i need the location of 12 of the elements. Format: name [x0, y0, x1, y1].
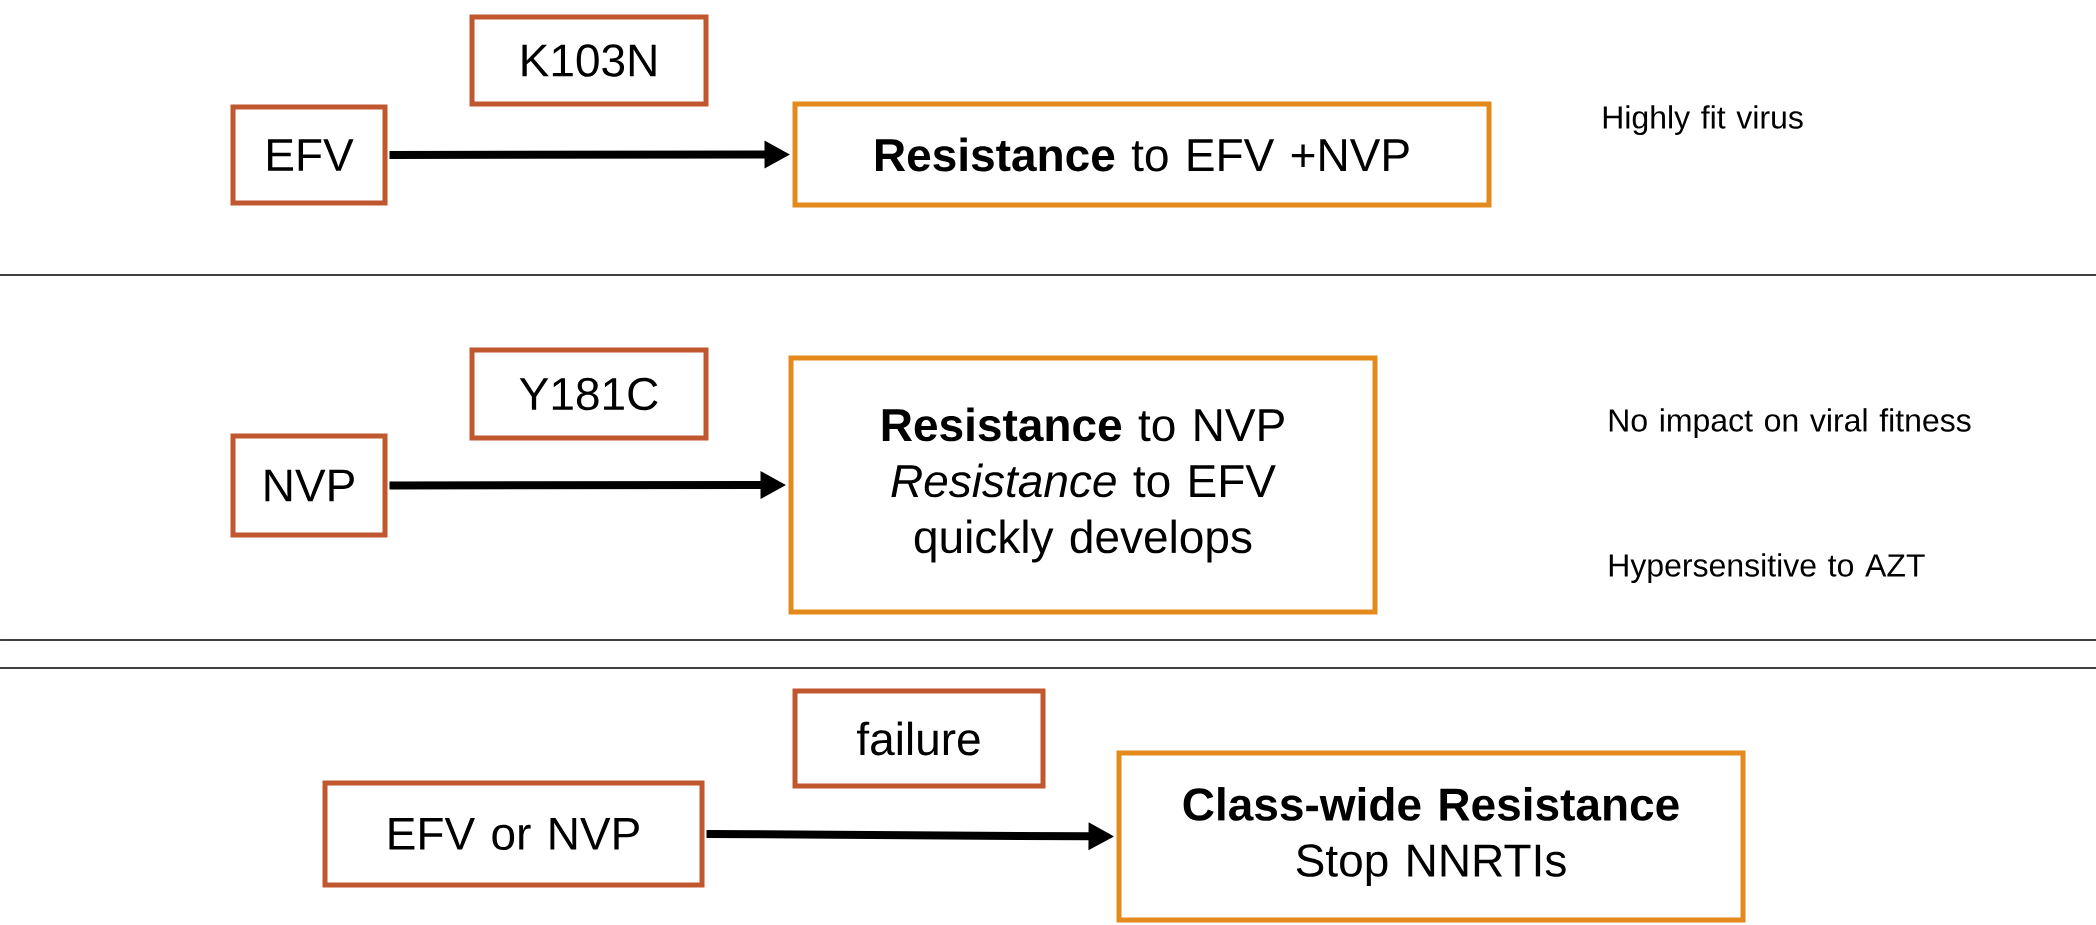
mutation-box: failure — [792, 688, 1046, 789]
note-text: No impact on viral fitness — [1609, 408, 1971, 438]
note-text: Hypersensitive to AZT — [1609, 553, 1925, 583]
mutation-box: Y181C — [469, 347, 709, 441]
outcome-box: Resistance to NVP Resistance to EFV quickly develops — [788, 355, 1378, 615]
outcome-box: Resistance to EFV +NVP — [792, 101, 1492, 208]
mutation-box: K103N — [469, 14, 709, 107]
note-text: Highly fit virus — [1603, 105, 1803, 135]
drug-box: EFV or NVP — [322, 780, 705, 888]
outcome-box: Class-wide Resistance Stop NNRTIs — [1116, 750, 1746, 923]
drug-box: NVP — [230, 433, 388, 538]
drug-box: EFV — [230, 104, 388, 206]
